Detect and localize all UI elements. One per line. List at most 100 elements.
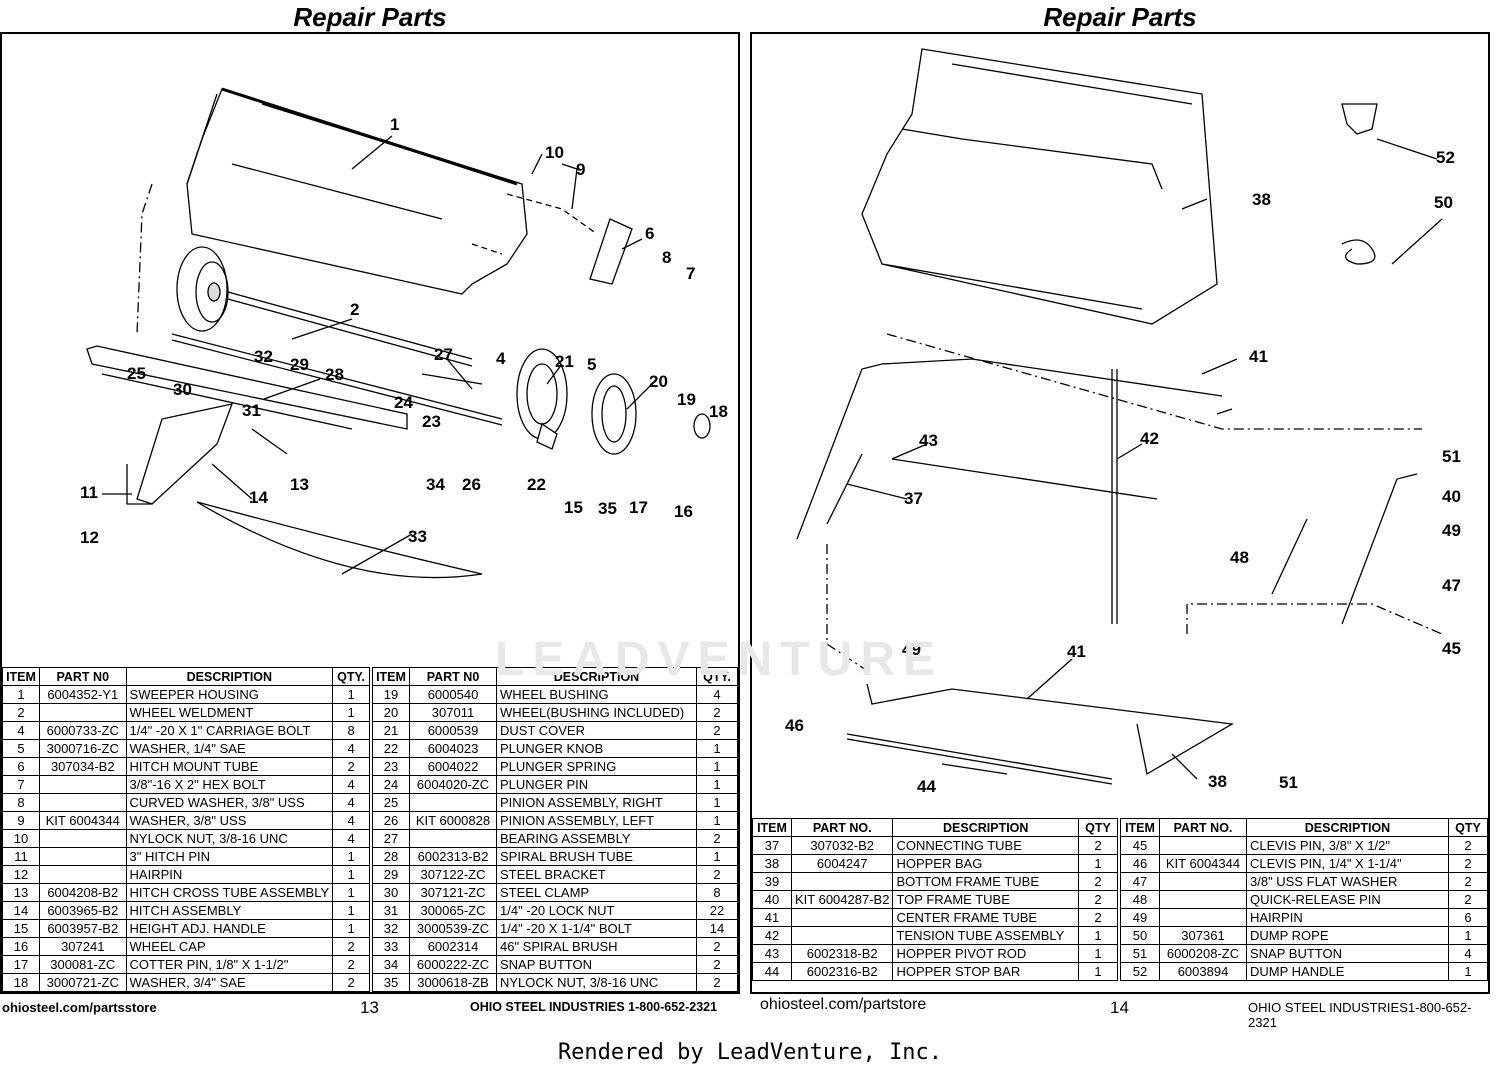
cell-part: 6000222-ZC	[409, 955, 497, 974]
cell-part: 6002314	[409, 937, 497, 956]
cell-part: 6004020-ZC	[409, 775, 497, 794]
svg-text:43: 43	[919, 431, 938, 450]
cell-part: 6000540	[409, 685, 497, 704]
cell-qty: 2	[332, 937, 370, 956]
cell-desc: HAIRPIN	[1246, 908, 1449, 927]
cell-desc: BEARING ASSEMBLY	[496, 829, 697, 848]
footer-url[interactable]: ohiosteel.com/partsstore	[2, 1000, 157, 1015]
cell-part: 307011	[409, 703, 497, 722]
cell-qty: 2	[1448, 854, 1488, 873]
callout-labels: 1 2 4 5 6 7 8 9 10 11 12 13 14 15 16 17 …	[80, 115, 728, 547]
cell-part: 6000208-ZC	[1159, 944, 1247, 963]
svg-text:24: 24	[394, 393, 413, 412]
cell-part	[1159, 890, 1247, 909]
svg-text:45: 45	[1442, 639, 1461, 658]
cell-item: 48	[1120, 890, 1160, 909]
cell-item: 4	[2, 721, 40, 740]
svg-text:46: 46	[785, 716, 804, 735]
svg-text:30: 30	[173, 380, 192, 399]
cell-desc: 3/8"-16 X 2" HEX BOLT	[125, 775, 334, 794]
cell-part: 6004208-B2	[38, 883, 127, 902]
cell-part	[38, 793, 127, 812]
footer-url[interactable]: ohiosteel.com/partstore	[760, 996, 927, 1013]
svg-text:41: 41	[1249, 347, 1268, 366]
cell-desc: SWEEPER HOUSING	[125, 685, 334, 704]
cell-desc: HAIRPIN	[125, 865, 334, 884]
col-header-item: ITEM	[2, 667, 40, 686]
cell-desc: WHEEL CAP	[125, 937, 334, 956]
cell-item: 5	[2, 739, 40, 758]
footer-company: OHIO STEEL INDUSTRIES1-800-652-2321	[1248, 1000, 1472, 1030]
cell-item: 37	[752, 836, 792, 855]
cell-qty: 1	[696, 739, 738, 758]
hopper-exploded-diagram: 43 42 37 38 38 40 41 41 44 45 46 47 48 4…	[785, 48, 1461, 796]
col-header-item: ITEM	[752, 818, 792, 837]
cell-item: 39	[752, 872, 792, 891]
cell-part	[38, 829, 127, 848]
svg-text:31: 31	[242, 401, 261, 420]
cell-qty: 8	[332, 721, 370, 740]
cell-part: 6000539	[409, 721, 497, 740]
svg-text:26: 26	[462, 475, 481, 494]
col-header-qty: QTY	[1078, 818, 1118, 837]
svg-text:47: 47	[1442, 576, 1461, 595]
cell-part	[790, 872, 894, 891]
col-header-desc: DESCRIPTION	[892, 818, 1079, 837]
svg-text:37: 37	[904, 489, 923, 508]
svg-text:19: 19	[677, 390, 696, 409]
cell-qty: 1	[332, 703, 370, 722]
cell-desc: PINION ASSEMBLY, RIGHT	[496, 793, 697, 812]
col-header-part: PART NO.	[1159, 818, 1247, 837]
cell-qty: 2	[696, 973, 738, 992]
cell-item: 42	[752, 926, 792, 945]
cell-desc: STEEL CLAMP	[496, 883, 697, 902]
cell-part	[38, 703, 127, 722]
cell-part: 307122-ZC	[409, 865, 497, 884]
cell-part: 307361	[1159, 926, 1247, 945]
cell-desc: WASHER, 1/4" SAE	[125, 739, 334, 758]
cell-qty: 2	[696, 865, 738, 884]
cell-qty: 6	[1448, 908, 1488, 927]
svg-text:4: 4	[496, 349, 506, 368]
cell-desc: QUICK-RELEASE PIN	[1246, 890, 1449, 909]
cell-qty: 22	[696, 901, 738, 920]
cell-qty: 1	[332, 685, 370, 704]
cell-part: 307032-B2	[790, 836, 894, 855]
svg-text:51: 51	[1442, 447, 1461, 466]
cell-desc: TENSION TUBE ASSEMBLY	[892, 926, 1079, 945]
cell-part: 6004247	[790, 854, 894, 873]
svg-text:48: 48	[1230, 548, 1249, 567]
svg-text:2: 2	[350, 300, 359, 319]
svg-text:49: 49	[902, 640, 921, 659]
cell-part: KIT 6000828	[409, 811, 497, 830]
cell-desc: DUST COVER	[496, 721, 697, 740]
cell-part: 6002313-B2	[409, 847, 497, 866]
cell-item: 12	[2, 865, 40, 884]
col-header-qty: QTY.	[332, 667, 370, 686]
cell-desc: NYLOCK NUT, 3/8-16 UNC	[125, 829, 334, 848]
cell-qty: 1	[696, 793, 738, 812]
cell-item: 15	[2, 919, 40, 938]
cell-qty: 1	[332, 901, 370, 920]
cell-part: 6003894	[1159, 962, 1247, 981]
cell-qty: 2	[332, 955, 370, 974]
svg-text:17: 17	[629, 498, 648, 517]
cell-part	[38, 775, 127, 794]
cell-item: 45	[1120, 836, 1160, 855]
cell-item: 19	[372, 685, 410, 704]
